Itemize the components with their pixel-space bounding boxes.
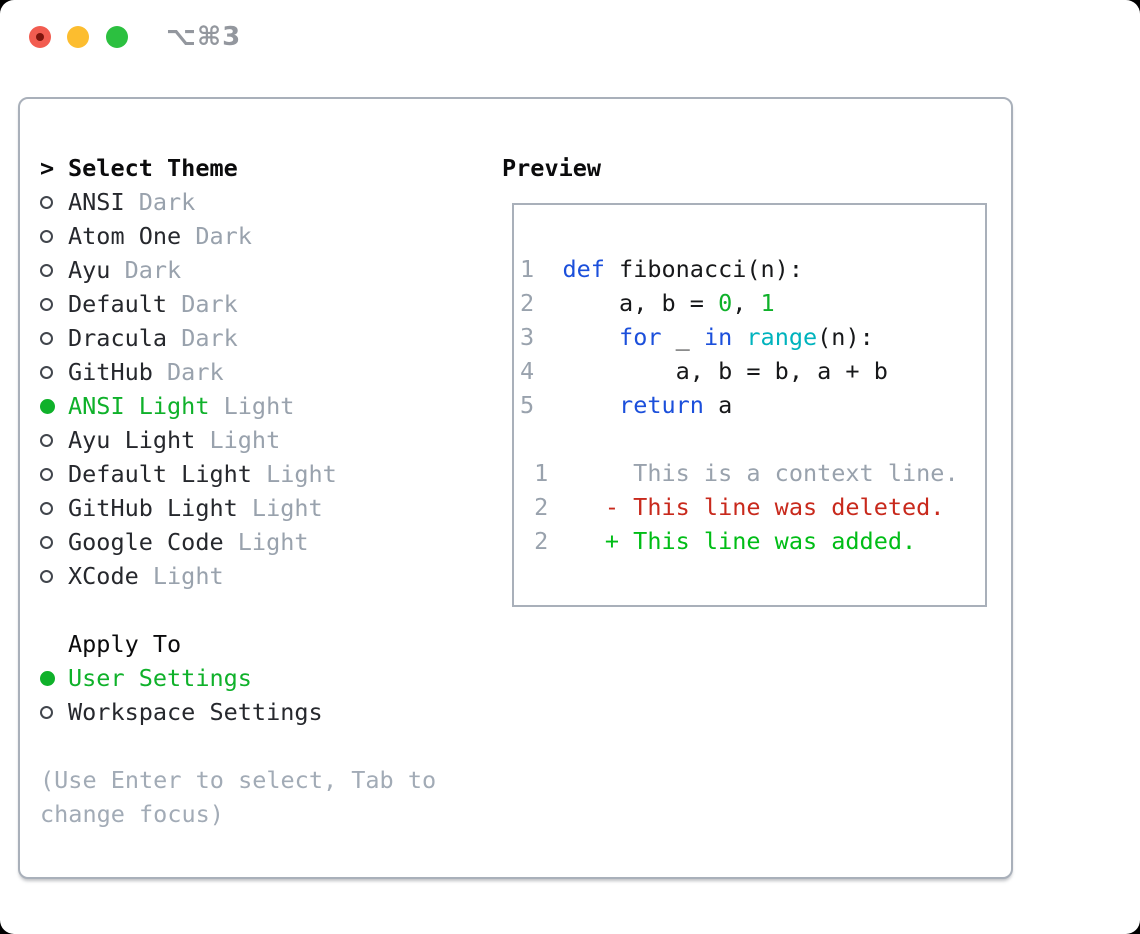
radio-selected-icon <box>40 398 68 414</box>
radio-unselected-icon <box>40 501 68 515</box>
radio-unselected-icon <box>40 535 68 549</box>
theme-option-ansi-light-selected[interactable]: ANSI Light Light <box>40 389 436 423</box>
theme-name: Dracula <box>68 324 168 352</box>
theme-name: Atom One <box>68 222 182 250</box>
apply-option-user-settings[interactable]: User Settings <box>40 661 436 695</box>
radio-unselected-icon <box>40 433 68 447</box>
select-theme-header: > Select Theme <box>40 151 436 185</box>
theme-option-google-code-light[interactable]: Google Code Light <box>40 525 436 559</box>
theme-list: > Select Theme ANSI Dark Atom One Dark A… <box>40 151 436 831</box>
theme-option-xcode-light[interactable]: XCode Light <box>40 559 436 593</box>
theme-variant: Light <box>152 562 224 590</box>
spacer-row <box>40 593 436 627</box>
theme-name: XCode <box>68 562 139 590</box>
theme-option-default-dark[interactable]: Default Dark <box>40 287 436 321</box>
theme-option-dracula-dark[interactable]: Dracula Dark <box>40 321 436 355</box>
theme-picker-panel: > Select Theme ANSI Dark Atom One Dark A… <box>18 97 1013 879</box>
code-line: 2 a, b = 0, 1 <box>520 289 775 317</box>
radio-unselected-icon <box>40 331 68 345</box>
theme-option-ansi-dark[interactable]: ANSI Dark <box>40 185 436 219</box>
section-title: Apply To <box>68 630 182 658</box>
apply-option-label: User Settings <box>68 664 252 692</box>
theme-variant: Light <box>237 528 309 556</box>
radio-selected-icon <box>40 670 68 686</box>
theme-variant: Dark <box>124 256 182 284</box>
theme-name: Ayu Light <box>68 426 196 454</box>
diff-deleted-line: 2 - This line was deleted. <box>520 493 945 521</box>
minimize-button[interactable] <box>67 26 89 48</box>
radio-unselected-icon <box>40 263 68 277</box>
theme-option-atom-one-dark[interactable]: Atom One Dark <box>40 219 436 253</box>
code-preview: 1 def fibonacci(n): 2 a, b = 0, 1 3 for … <box>514 205 985 558</box>
close-button-dot-icon <box>36 33 44 41</box>
spacer-row <box>40 729 436 763</box>
code-line: 4 a, b = b, a + b <box>520 357 888 385</box>
theme-option-github-dark[interactable]: GitHub Dark <box>40 355 436 389</box>
hint-text-line1: (Use Enter to select, Tab to <box>40 763 436 797</box>
theme-option-ayu-dark[interactable]: Ayu Dark <box>40 253 436 287</box>
theme-option-ayu-light[interactable]: Ayu Light Light <box>40 423 436 457</box>
theme-variant: Light <box>209 426 281 454</box>
theme-variant: Light <box>251 494 323 522</box>
radio-unselected-icon <box>40 467 68 481</box>
apply-option-workspace-settings[interactable]: Workspace Settings <box>40 695 436 729</box>
theme-variant: Light <box>223 392 295 420</box>
theme-name: Google Code <box>68 528 224 556</box>
theme-option-github-light[interactable]: GitHub Light Light <box>40 491 436 525</box>
theme-name: GitHub Light <box>68 494 238 522</box>
theme-name: ANSI <box>68 188 125 216</box>
radio-unselected-icon <box>40 195 68 209</box>
code-line: 3 for _ in range(n): <box>520 323 874 351</box>
window-title: ⌥⌘3 <box>166 22 242 52</box>
hint-text: (Use Enter to select, Tab to <box>40 766 437 794</box>
apply-to-header: Apply To <box>40 627 436 661</box>
hint-text: change focus) <box>40 800 224 828</box>
code-line: 1 def fibonacci(n): <box>520 255 803 283</box>
close-button[interactable] <box>29 26 51 48</box>
radio-unselected-icon <box>40 569 68 583</box>
theme-name: Default <box>68 290 168 318</box>
radio-unselected-icon <box>40 297 68 311</box>
code-line: 5 return a <box>520 391 733 419</box>
preview-title: Preview <box>502 154 602 182</box>
theme-name: ANSI Light <box>68 392 210 420</box>
code-line-blank <box>520 422 985 456</box>
theme-variant: Light <box>266 460 337 488</box>
theme-option-default-light[interactable]: Default Light Light <box>40 457 436 491</box>
theme-name: Default Light <box>68 460 252 488</box>
radio-unselected-icon <box>40 705 68 719</box>
section-title: Select Theme <box>68 154 238 182</box>
theme-variant: Dark <box>181 324 238 352</box>
theme-name: Ayu <box>68 256 111 284</box>
radio-unselected-icon <box>40 365 68 379</box>
theme-variant: Dark <box>181 290 238 318</box>
theme-variant: Dark <box>195 222 252 250</box>
apply-option-label: Workspace Settings <box>68 698 323 726</box>
radio-unselected-icon <box>40 229 68 243</box>
theme-name: GitHub <box>68 358 153 386</box>
diff-context-line: 1 This is a context line. <box>520 459 959 487</box>
zoom-button[interactable] <box>106 26 128 48</box>
theme-variant: Dark <box>167 358 224 386</box>
diff-added-line: 2 + This line was added. <box>520 527 917 555</box>
preview-pane: 1 def fibonacci(n): 2 a, b = 0, 1 3 for … <box>512 203 987 607</box>
hint-text-line2: change focus) <box>40 797 436 831</box>
focus-cursor-icon: > <box>40 154 55 182</box>
theme-variant: Dark <box>138 188 196 216</box>
